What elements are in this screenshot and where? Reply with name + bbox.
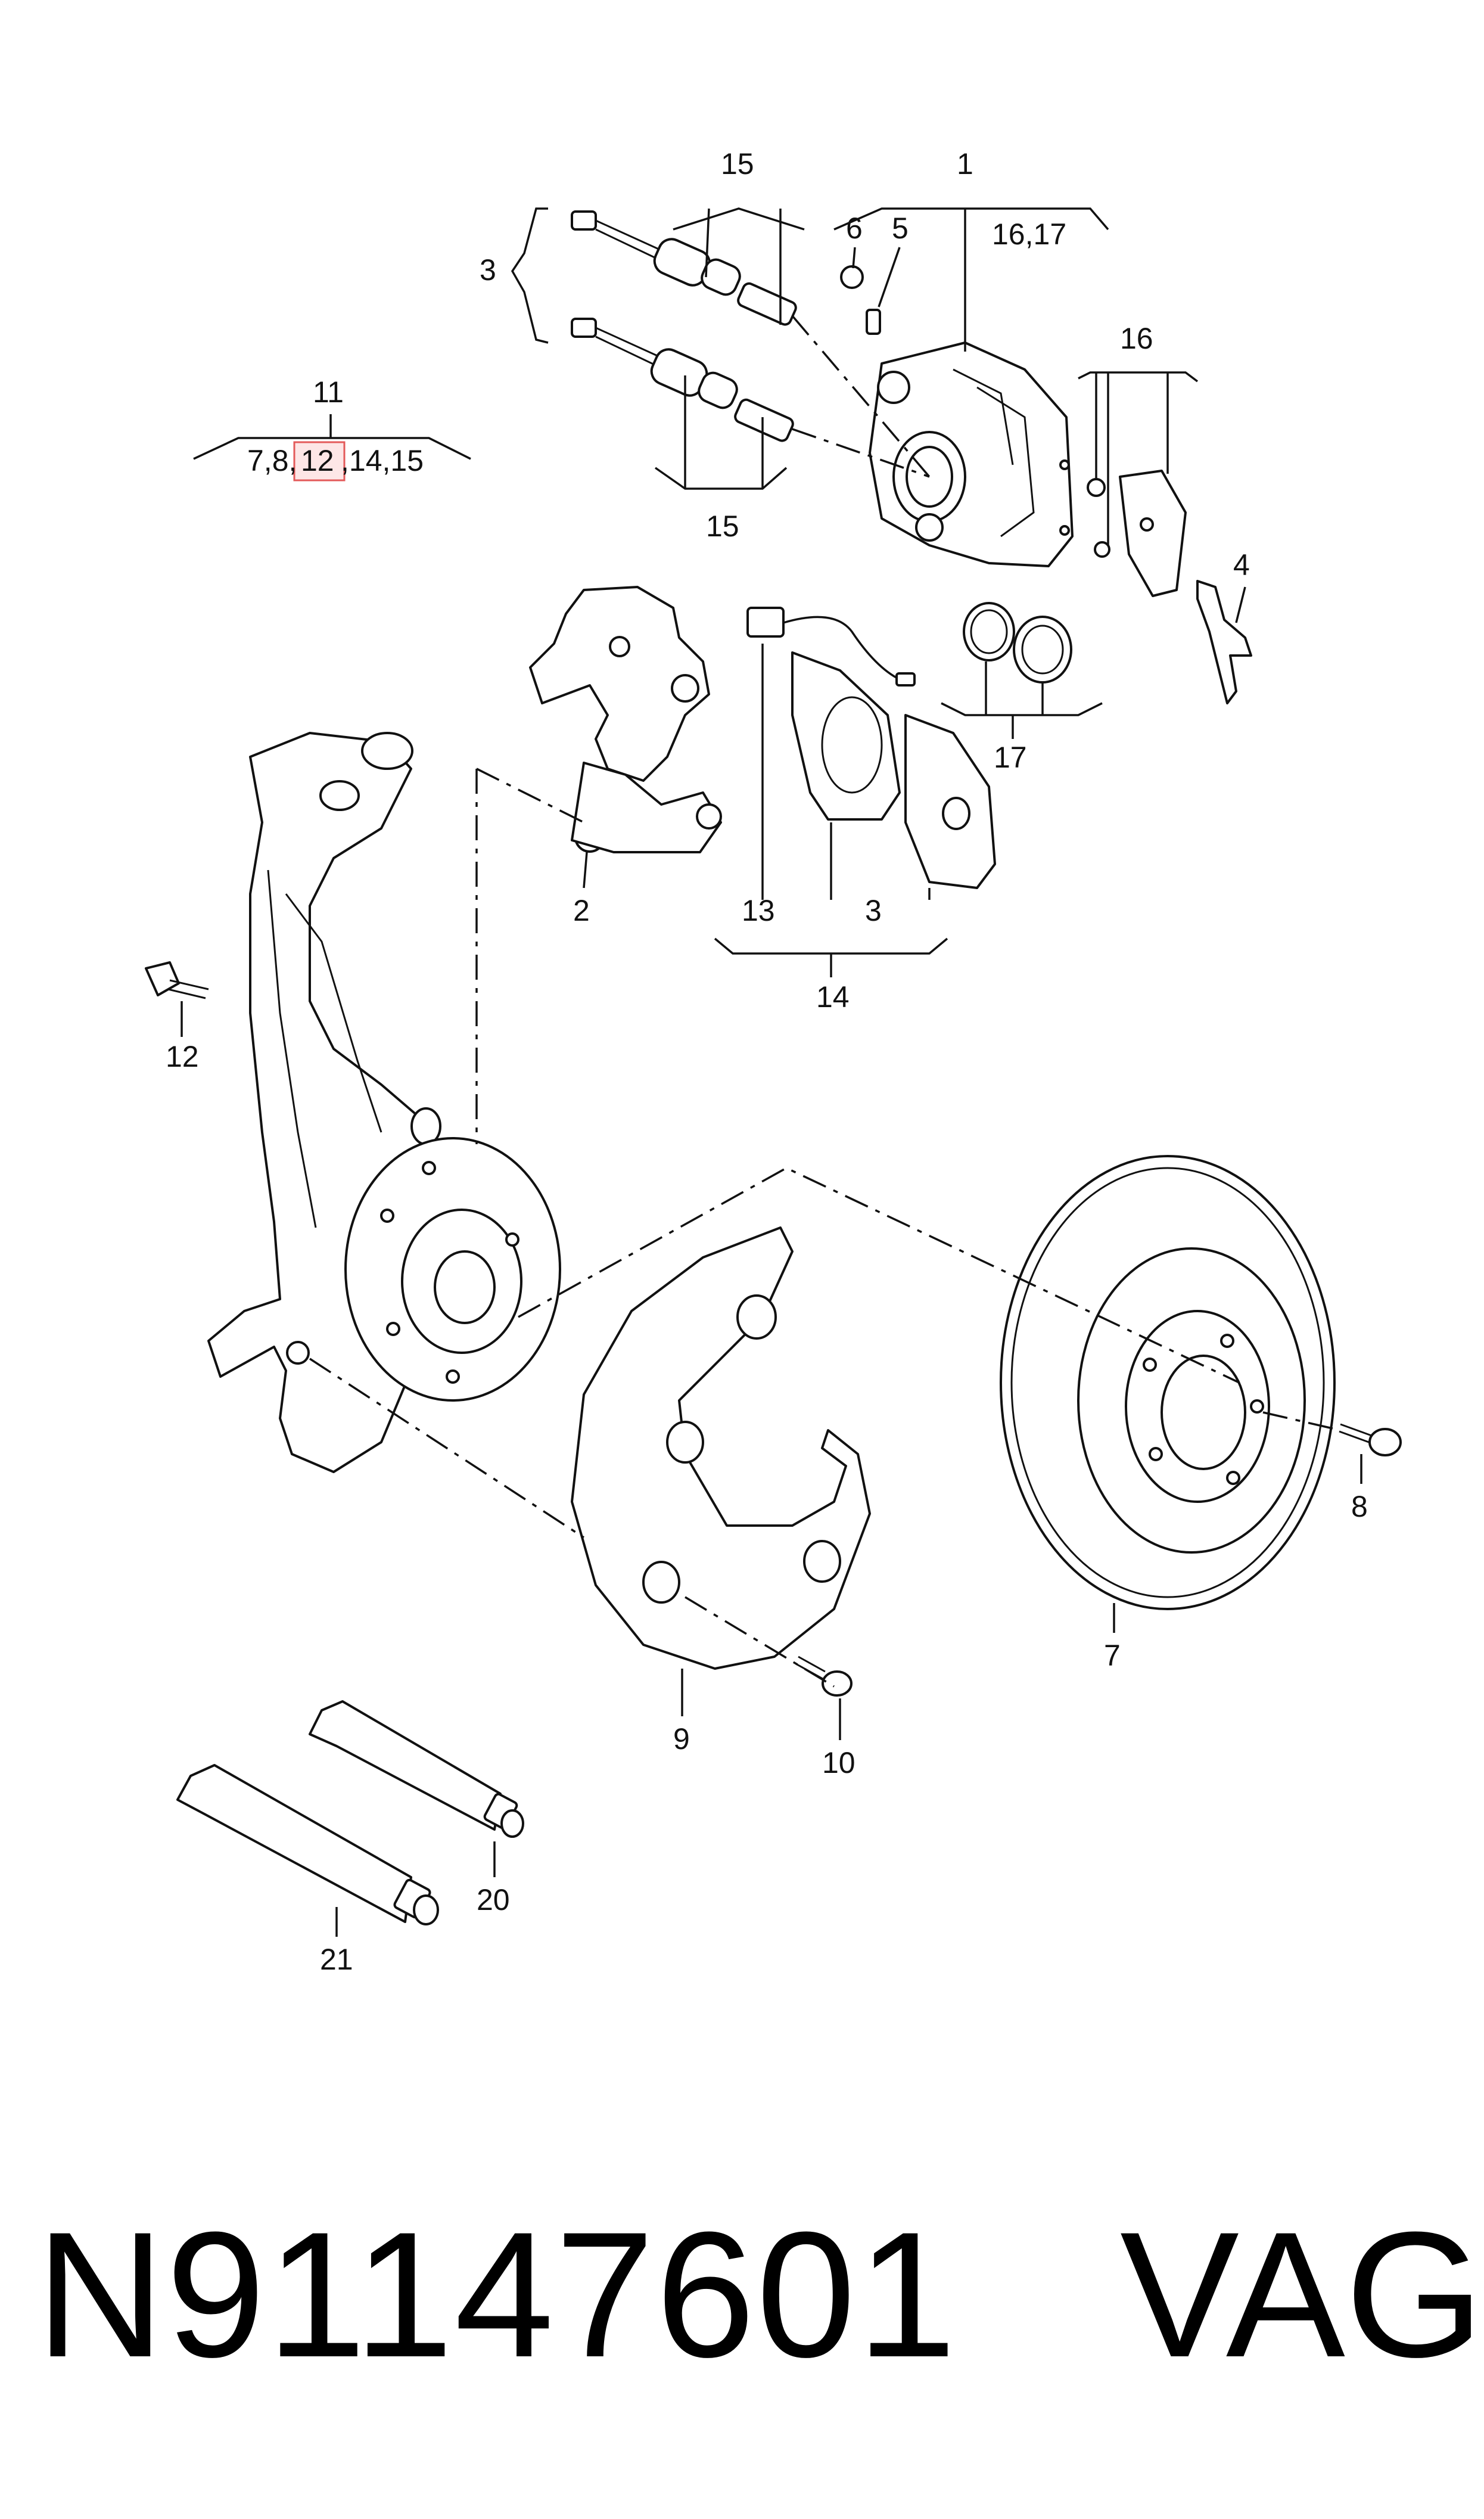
callout-16-17: 16,17 <box>992 218 1066 251</box>
brake-pads <box>791 651 996 889</box>
callout-11: 11 <box>313 375 344 409</box>
brand-name: VAG <box>1120 2194 1484 2394</box>
callout-11-sub-a: 7,8, <box>247 444 297 477</box>
disc-screw <box>1339 1423 1402 1456</box>
brake-disc <box>1000 1155 1336 1610</box>
caliper-carrier <box>529 586 722 853</box>
callout-12: 12 <box>166 1040 199 1073</box>
callout-17: 17 <box>994 741 1027 774</box>
highlighted-callout-box <box>293 441 346 482</box>
callout-11-sub-b: ,14,15 <box>341 444 424 477</box>
callout-10: 10 <box>822 1746 855 1779</box>
callout-21: 21 <box>320 1943 353 1976</box>
callout-labels: 1 15 16,17 6 5 3 11 7,8, 12 ,14,15 15 16… <box>166 147 1368 1976</box>
callout-2: 2 <box>573 894 590 927</box>
callout-1: 1 <box>957 147 973 181</box>
piston-seals <box>963 602 1072 684</box>
wheel-hub <box>344 1137 561 1402</box>
callout-5: 5 <box>892 212 909 245</box>
callout-3-top: 3 <box>480 253 496 287</box>
pad-anti-rattle-plate <box>1087 470 1187 597</box>
guide-bolt-upper <box>571 210 797 326</box>
callout-9: 9 <box>673 1722 690 1756</box>
callout-15-top: 15 <box>721 147 754 181</box>
callout-14: 14 <box>816 980 850 1014</box>
callout-11-sub-highlight: 12 <box>301 444 334 477</box>
shield-screw <box>795 1655 853 1697</box>
assembly-centerlines <box>309 315 1341 1688</box>
callout-7: 7 <box>1104 1639 1121 1672</box>
callout-13: 13 <box>742 894 775 927</box>
knuckle-bolt <box>145 961 209 999</box>
leader-lines <box>181 207 1362 1937</box>
grease-tube-21 <box>176 1764 439 1925</box>
splash-shield <box>571 1226 871 1670</box>
callout-8: 8 <box>1351 1490 1368 1523</box>
pad-wear-sensor <box>746 607 916 687</box>
callout-6: 6 <box>846 212 863 245</box>
callout-20: 20 <box>477 1883 510 1917</box>
callout-4: 4 <box>1233 548 1250 582</box>
callout-15-bottom: 15 <box>706 510 739 543</box>
part-number: N91147601 <box>36 2194 958 2394</box>
spring-clip <box>1196 580 1252 704</box>
brake-caliper <box>840 265 1074 567</box>
guide-bolt-lower <box>571 318 794 442</box>
grease-tube-20 <box>309 1700 524 1838</box>
callout-3-mid: 3 <box>865 894 882 927</box>
callout-16: 16 <box>1120 322 1153 355</box>
